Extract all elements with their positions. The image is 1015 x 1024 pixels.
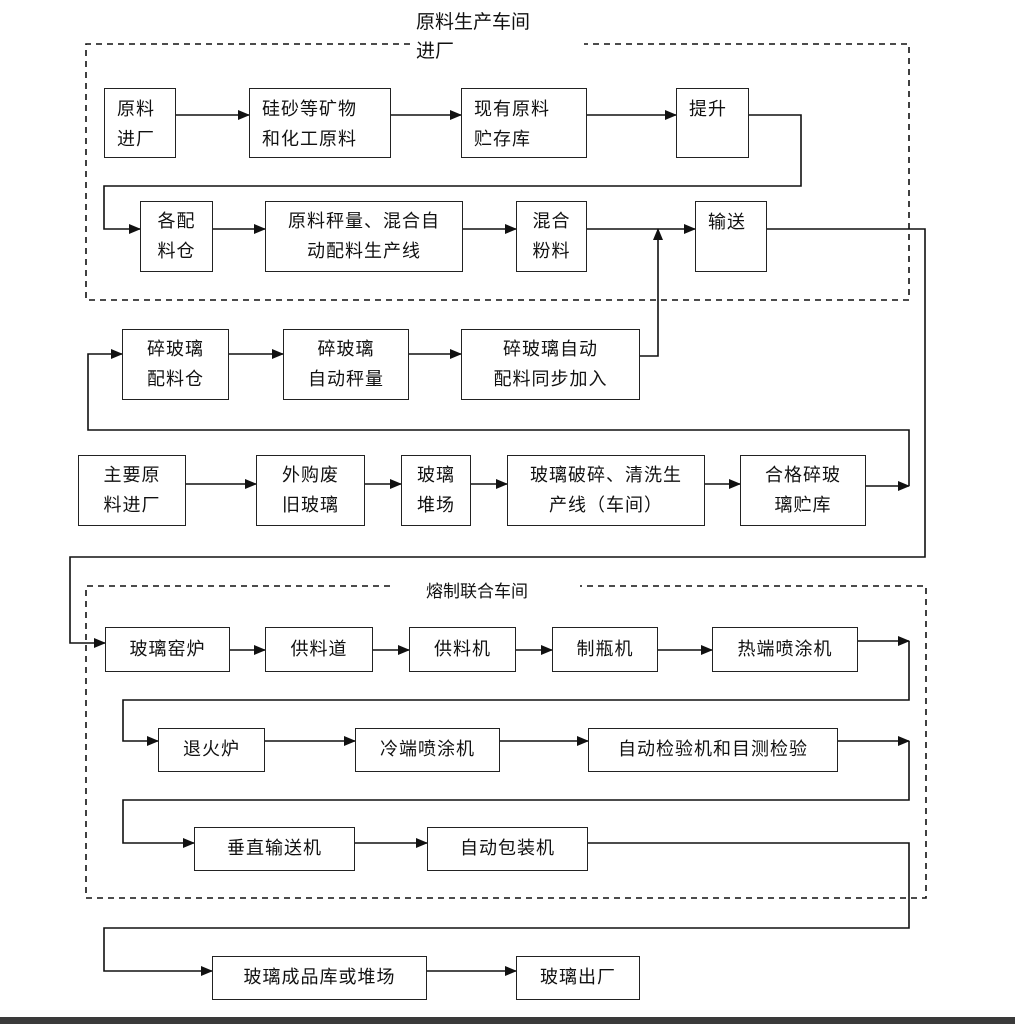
arrow-hot-annealing xyxy=(122,641,910,746)
node-qualified-store: 合格碎玻 璃贮库 xyxy=(740,455,866,526)
node-furnace: 玻璃窑炉 xyxy=(105,627,230,672)
raw-in-top-label: 进厂 xyxy=(410,36,461,63)
arrow-inspect-vertical xyxy=(122,741,910,848)
node-inspection: 自动检验机和目测检验 xyxy=(588,728,838,772)
node-main-raw: 主要原 料进厂 xyxy=(78,455,186,526)
node-convey: 输送 xyxy=(695,201,767,272)
node-cullet-weigh: 碎玻璃 自动秤量 xyxy=(283,329,409,400)
node-bins: 各配 料仓 xyxy=(140,201,213,272)
node-cullet-add: 碎玻璃自动 配料同步加入 xyxy=(461,329,640,400)
melting-workshop-title: 熔制联合车间 xyxy=(420,577,534,602)
node-waste-glass: 外购废 旧玻璃 xyxy=(256,455,365,526)
node-silica: 硅砂等矿物 和化工原料 xyxy=(249,88,391,158)
node-existing-store: 现有原料 贮存库 xyxy=(461,88,587,158)
node-forehearth: 供料道 xyxy=(265,627,373,672)
melting-workshop-frame xyxy=(85,585,927,899)
bottom-edge-bar xyxy=(0,1017,1015,1024)
node-lift: 提升 xyxy=(676,88,749,158)
node-feeder: 供料机 xyxy=(409,627,516,672)
node-dispatch: 玻璃出厂 xyxy=(516,956,640,1000)
arrow-convey-melting xyxy=(69,228,926,648)
node-weighing: 原料秤量、混合自 动配料生产线 xyxy=(265,201,463,272)
node-mixed: 混合 粉料 xyxy=(516,201,587,272)
raw-workshop-title: 原料生产车间 xyxy=(410,7,537,34)
node-raw-in: 原料 进厂 xyxy=(104,88,176,158)
node-warehouse: 玻璃成品库或堆场 xyxy=(212,956,427,1000)
node-annealing: 退火炉 xyxy=(158,728,265,772)
node-hot-coat: 热端喷涂机 xyxy=(712,627,858,672)
arrow-loop-cullet xyxy=(87,349,910,486)
arrow-lift-bins xyxy=(103,114,802,234)
node-vertical-conveyor: 垂直输送机 xyxy=(194,827,355,871)
arrow-packing-warehouse xyxy=(103,842,910,976)
node-crush-line: 玻璃破碎、清洗生 产线（车间） xyxy=(507,455,705,526)
node-packing: 自动包装机 xyxy=(427,827,588,871)
node-cold-coat: 冷端喷涂机 xyxy=(355,728,500,772)
node-glass-yard: 玻璃 堆场 xyxy=(401,455,471,526)
node-cullet-bin: 碎玻璃 配料仓 xyxy=(122,329,229,400)
arrow-cadd-convey xyxy=(640,228,663,357)
node-bottle-machine: 制瓶机 xyxy=(552,627,658,672)
raw-workshop-frame xyxy=(85,43,910,301)
